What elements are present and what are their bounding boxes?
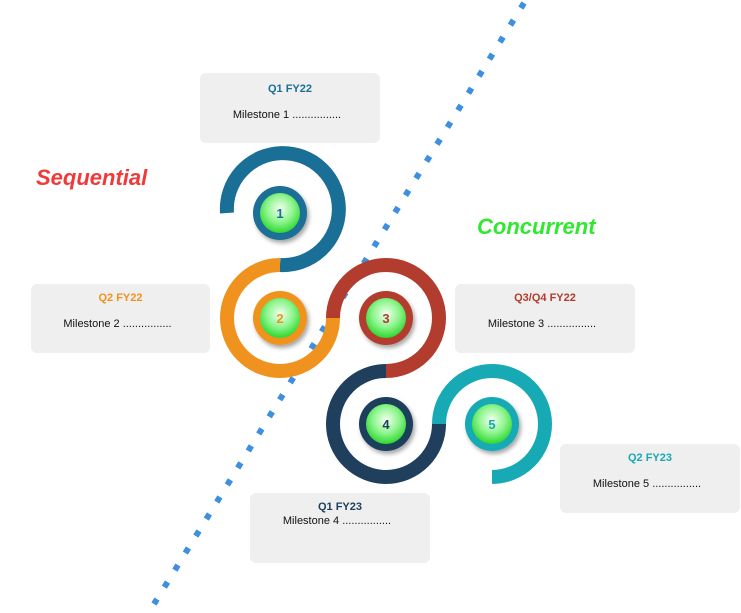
card-3-period: Q3/Q4 FY22 — [514, 292, 576, 304]
milestone-card-3: Q3/Q4 FY22 Milestone 3 ................ — [455, 284, 635, 353]
node-2-number: 2 — [276, 311, 283, 326]
node-4-number: 4 — [382, 417, 390, 432]
card-2-text: Milestone 2 ................ — [63, 318, 172, 330]
card-5-text: Milestone 5 ................ — [592, 478, 702, 490]
card-5-period: Q2 FY23 — [627, 452, 673, 464]
card-4-period: Q1 FY23 — [317, 501, 363, 513]
node-4 — [359, 397, 413, 451]
node-5 — [465, 397, 519, 451]
swirl-arc-5 — [432, 364, 552, 484]
milestone-card-4: Q1 FY23 Milestone 4 ................ — [250, 493, 430, 563]
node-3-number: 3 — [382, 311, 389, 326]
milestone-card-2: Q2 FY22 Milestone 2 ................ — [31, 284, 210, 353]
card-3-text: Milestone 3 ................ — [487, 318, 597, 330]
sequential-label: Sequential — [36, 165, 148, 190]
milestone-card-1: Q1 FY22 Milestone 1 ................ — [200, 73, 380, 143]
card-1-text: Milestone 1 ................ — [232, 109, 342, 121]
card-1-period: Q1 FY22 — [267, 83, 313, 95]
concurrent-label: Concurrent — [477, 214, 596, 239]
swirl-arc-3 — [326, 258, 447, 378]
node-5-number: 5 — [488, 417, 495, 432]
node-2 — [253, 291, 307, 345]
card-2-period: Q2 FY22 — [98, 292, 143, 304]
swirl-arc-2 — [220, 258, 340, 379]
swirl-arc-4 — [326, 364, 446, 485]
node-1-number: 1 — [276, 206, 283, 221]
node-1 — [253, 186, 307, 240]
milestone-card-5: Q2 FY23 Milestone 5 ................ — [560, 444, 740, 513]
card-4-text: Milestone 4 ................ — [282, 515, 392, 527]
swirl-arc-1 — [219, 146, 346, 273]
node-3 — [359, 291, 413, 345]
